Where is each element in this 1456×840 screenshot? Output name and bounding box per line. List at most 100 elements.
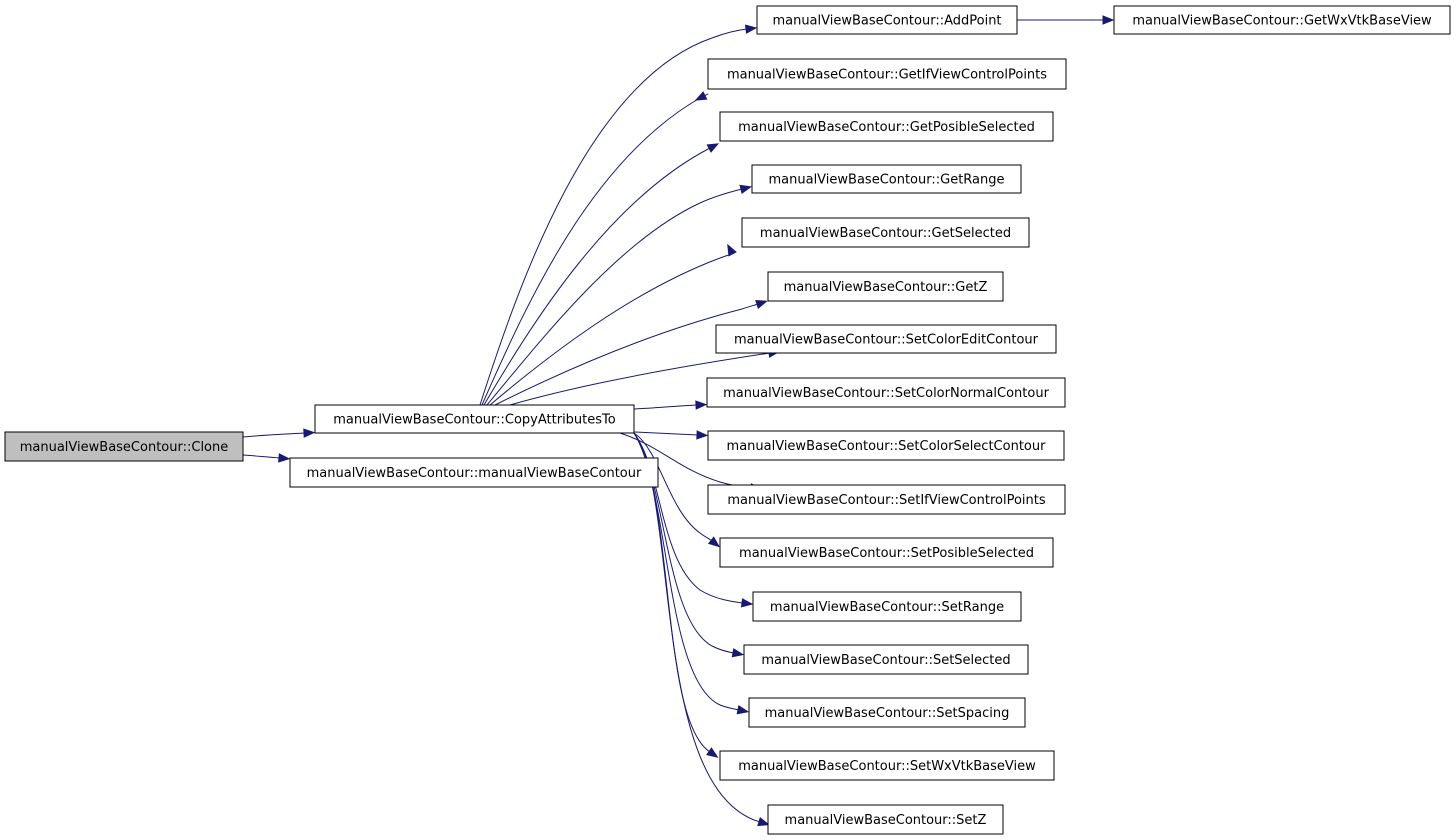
edge-copy-attributes-to-to-get-z xyxy=(494,299,768,406)
node-clone[interactable]: manualViewBaseContour::Clone xyxy=(4,431,244,462)
node-box xyxy=(4,431,244,462)
node-label: manualViewBaseContour::GetIfViewControlP… xyxy=(727,68,1047,83)
node-label: manualViewBaseContour::SetColorSelectCon… xyxy=(727,439,1047,454)
node-set-color-edit-contour[interactable]: manualViewBaseContour::SetColorEditConto… xyxy=(715,324,1057,354)
arrowhead xyxy=(755,299,768,309)
node-box xyxy=(741,217,1030,248)
node-label: manualViewBaseContour::Clone xyxy=(20,440,229,455)
edge-copy-attributes-to-to-set-color-normal-contour xyxy=(633,400,708,410)
arrowhead xyxy=(694,91,708,101)
edge-line xyxy=(242,432,306,438)
edge-clone-to-manual-view-base-contour xyxy=(242,453,291,463)
edge-copy-attributes-to-to-get-posible-selected xyxy=(483,143,720,406)
node-set-spacing[interactable]: manualViewBaseContour::SetSpacing xyxy=(748,697,1026,728)
node-manual-view-base-contour[interactable]: manualViewBaseContour::manualViewBaseCon… xyxy=(289,457,659,488)
node-label: manualViewBaseContour::CopyAttributesTo xyxy=(333,413,616,428)
edge-copy-attributes-to-to-set-color-select-contour xyxy=(633,430,709,440)
edge-copy-attributes-to-to-set-posible-selected xyxy=(633,432,721,548)
edge-line xyxy=(479,28,748,406)
node-box xyxy=(289,457,659,488)
node-label: manualViewBaseContour::SetWxVtkBaseView xyxy=(738,759,1036,774)
node-label: manualViewBaseContour::manualViewBaseCon… xyxy=(307,466,642,481)
edge-copy-attributes-to-to-get-if-view-control-points xyxy=(481,91,709,406)
node-label: manualViewBaseContour::SetSpacing xyxy=(765,706,1010,721)
nodes-layer: manualViewBaseContour::ClonemanualViewBa… xyxy=(4,5,1451,835)
node-set-selected[interactable]: manualViewBaseContour::SetSelected xyxy=(743,644,1029,675)
node-box xyxy=(314,404,635,434)
edge-copy-attributes-to-to-get-range xyxy=(486,184,753,406)
node-box xyxy=(767,271,1004,302)
node-box xyxy=(719,750,1055,781)
node-set-if-view-control-points[interactable]: manualViewBaseContour::SetIfViewControlP… xyxy=(707,484,1066,515)
edge-line xyxy=(242,454,281,459)
edge-line xyxy=(483,147,711,406)
edge-copy-attributes-to-to-get-selected xyxy=(489,243,737,406)
node-set-wx-vtk-base-view[interactable]: manualViewBaseContour::SetWxVtkBaseView xyxy=(719,750,1055,781)
arrowhead xyxy=(739,184,753,194)
node-label: manualViewBaseContour::SetZ xyxy=(785,813,987,828)
node-set-color-select-contour[interactable]: manualViewBaseContour::SetColorSelectCon… xyxy=(707,430,1065,461)
node-label: manualViewBaseContour::GetPosibleSelecte… xyxy=(738,120,1035,135)
arrowhead xyxy=(736,705,750,715)
edge-line xyxy=(509,352,771,406)
arrowhead xyxy=(707,536,721,548)
node-set-color-normal-contour[interactable]: manualViewBaseContour::SetColorNormalCon… xyxy=(706,377,1066,408)
node-box xyxy=(719,111,1054,142)
node-box xyxy=(707,430,1065,461)
node-label: manualViewBaseContour::GetZ xyxy=(784,280,988,295)
arrowhead xyxy=(695,400,708,410)
edge-add-point-to-get-wx-vtk-base-view xyxy=(1017,15,1115,25)
edge-line xyxy=(489,252,734,406)
node-get-selected[interactable]: manualViewBaseContour::GetSelected xyxy=(741,217,1030,248)
edge-clone-to-copy-attributes-to xyxy=(242,428,316,438)
node-label: manualViewBaseContour::GetWxVtkBaseView xyxy=(1132,14,1432,29)
node-get-range[interactable]: manualViewBaseContour::GetRange xyxy=(751,164,1022,194)
node-set-range[interactable]: manualViewBaseContour::SetRange xyxy=(752,591,1022,622)
node-get-wx-vtk-base-view[interactable]: manualViewBaseContour::GetWxVtkBaseView xyxy=(1113,5,1451,35)
edge-copy-attributes-to-to-add-point xyxy=(479,24,758,406)
node-get-if-view-control-points[interactable]: manualViewBaseContour::GetIfViewControlP… xyxy=(707,58,1067,90)
node-box xyxy=(707,484,1066,515)
node-label: manualViewBaseContour::GetSelected xyxy=(760,226,1011,241)
node-set-posible-selected[interactable]: manualViewBaseContour::SetPosibleSelecte… xyxy=(719,537,1054,568)
arrowhead xyxy=(744,24,758,34)
edge-line xyxy=(633,431,699,436)
node-label: manualViewBaseContour::SetSelected xyxy=(761,653,1010,668)
arrowhead xyxy=(731,648,745,658)
node-box xyxy=(1113,5,1451,35)
node-add-point[interactable]: manualViewBaseContour::AddPoint xyxy=(756,5,1018,35)
edge-line xyxy=(633,432,713,542)
node-box xyxy=(748,697,1026,728)
node-get-posible-selected[interactable]: manualViewBaseContour::GetPosibleSelecte… xyxy=(719,111,1054,142)
arrowhead xyxy=(303,428,316,438)
arrowhead xyxy=(706,747,719,758)
node-label: manualViewBaseContour::SetIfViewControlP… xyxy=(727,493,1046,508)
node-label: manualViewBaseContour::SetPosibleSelecte… xyxy=(739,546,1034,561)
edge-line xyxy=(633,404,698,410)
arrowhead xyxy=(740,598,754,608)
edge-line xyxy=(494,303,759,406)
arrowhead xyxy=(1102,15,1115,25)
node-get-z[interactable]: manualViewBaseContour::GetZ xyxy=(767,271,1004,302)
node-box xyxy=(752,591,1022,622)
node-box xyxy=(767,804,1004,835)
node-set-z[interactable]: manualViewBaseContour::SetZ xyxy=(767,804,1004,835)
node-box xyxy=(707,58,1067,90)
edge-line xyxy=(481,93,709,406)
node-copy-attributes-to[interactable]: manualViewBaseContour::CopyAttributesTo xyxy=(314,404,635,434)
edge-line xyxy=(486,188,743,406)
node-box xyxy=(751,164,1022,194)
node-label: manualViewBaseContour::GetRange xyxy=(769,173,1005,188)
arrowhead xyxy=(278,453,291,463)
node-label: manualViewBaseContour::SetColorEditConto… xyxy=(734,333,1039,348)
edges-layer xyxy=(242,15,1115,827)
arrowhead xyxy=(757,817,770,827)
arrowhead xyxy=(706,143,720,153)
node-box xyxy=(706,377,1066,408)
arrowhead xyxy=(696,430,709,440)
node-box xyxy=(715,324,1057,354)
node-label: manualViewBaseContour::SetColorNormalCon… xyxy=(723,386,1050,401)
node-box xyxy=(743,644,1029,675)
node-box xyxy=(756,5,1018,35)
